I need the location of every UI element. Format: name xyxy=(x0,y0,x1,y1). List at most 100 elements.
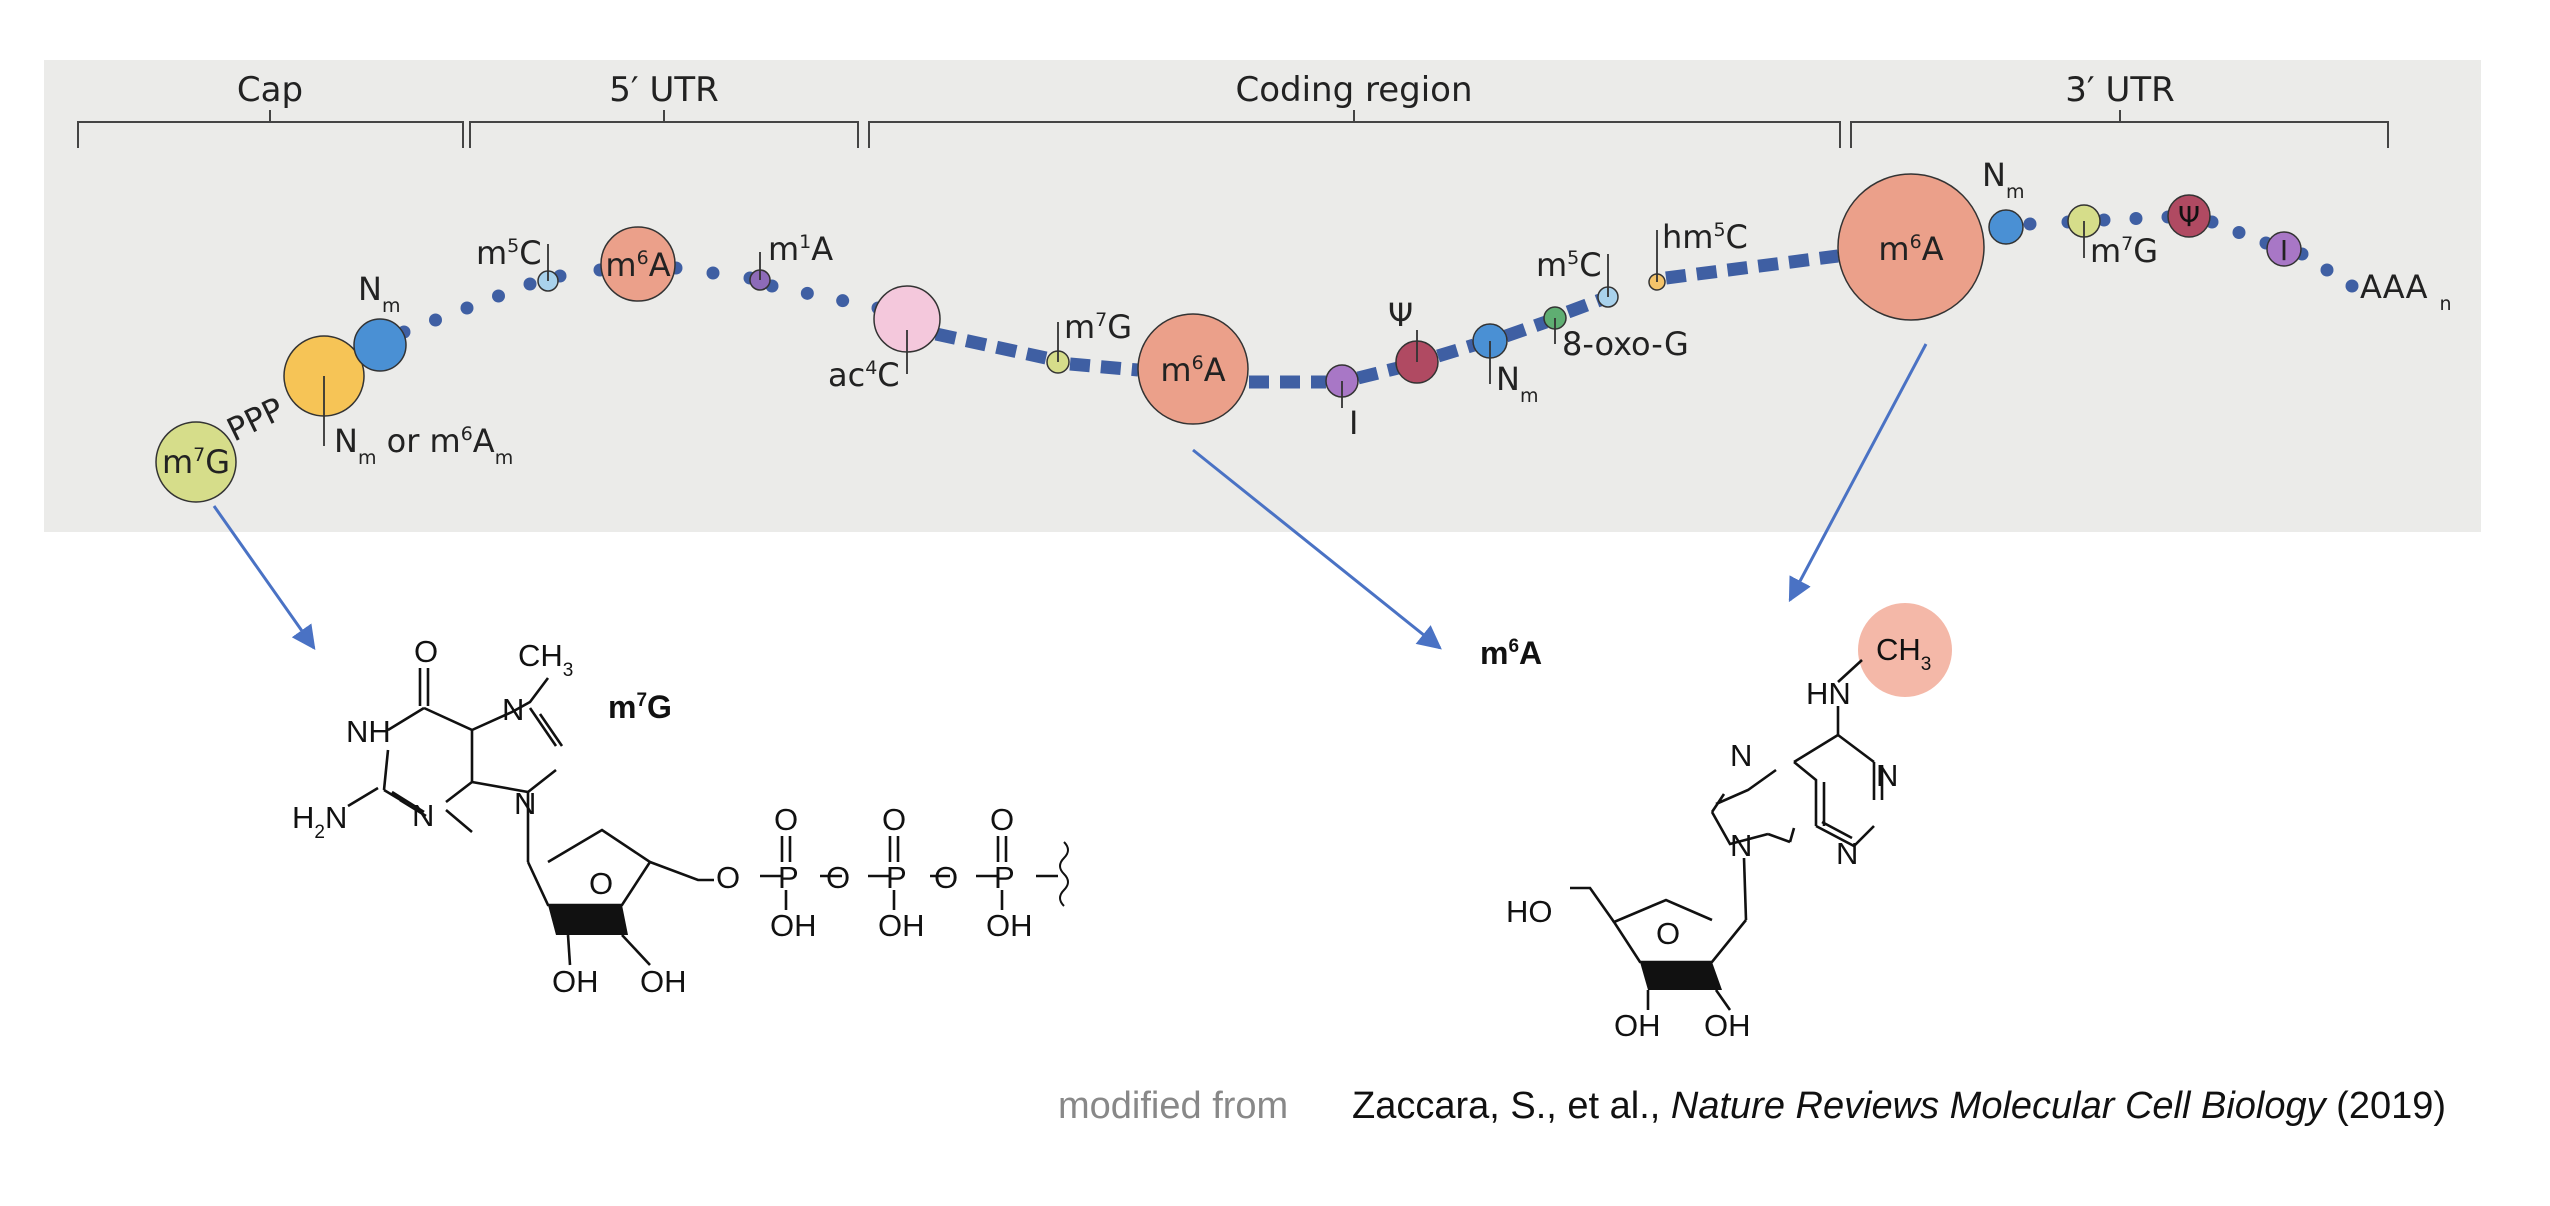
m6a-label-2: m6A xyxy=(1160,351,1225,389)
inosine-label-1: I xyxy=(1349,404,1358,442)
backbone-dot xyxy=(2320,263,2334,277)
region-label-3utr: 3′ UTR xyxy=(2065,70,2174,110)
backbone-dot xyxy=(2345,279,2359,293)
svg-text:OH: OH xyxy=(878,908,925,943)
region-label-coding: Coding region xyxy=(1235,70,1472,110)
mrna-panel xyxy=(44,60,2481,532)
citation-reference: Zaccara, S., et al., Nature Reviews Mole… xyxy=(1352,1085,2446,1128)
svg-text:O: O xyxy=(1656,916,1680,951)
svg-text:N: N xyxy=(1730,738,1752,773)
nm-label-2: Nm xyxy=(1496,360,1538,407)
svg-text:N: N xyxy=(1730,828,1752,863)
svg-text:CH3: CH3 xyxy=(518,638,573,681)
m6a-node-3 xyxy=(1837,173,1985,321)
backbone-dot xyxy=(800,286,814,300)
m7g-label-2: m7G xyxy=(1064,308,1132,346)
m1a-label: m1A xyxy=(768,230,833,268)
backbone-dot xyxy=(460,301,474,315)
oxo-g-label: 8-oxo-G xyxy=(1562,325,1689,363)
citation-caption: modified from xyxy=(1058,1085,1288,1128)
svg-text:OH: OH xyxy=(770,908,817,943)
hm5c-label: hm5C xyxy=(1662,218,1748,256)
svg-text:O: O xyxy=(716,860,740,895)
nm-node-3 xyxy=(1988,209,2024,245)
backbone-dot xyxy=(2129,212,2143,225)
svg-text:N: N xyxy=(514,786,536,821)
backbone-dash xyxy=(1356,361,1400,385)
m6a-node-1 xyxy=(600,226,676,302)
m5c-label-2: m5C xyxy=(1536,246,1602,284)
m6a-node-2 xyxy=(1137,313,1249,425)
arrow-to-m6a-structure xyxy=(1788,343,1928,603)
nm-label-1: Nm xyxy=(358,270,400,317)
svg-text:O: O xyxy=(882,802,906,837)
backbone-dot xyxy=(2023,217,2037,231)
svg-text:P: P xyxy=(778,860,799,895)
utr5-bracket xyxy=(469,110,859,148)
svg-text:NH: NH xyxy=(346,714,391,749)
caption-prefix: modified from xyxy=(1058,1085,1289,1127)
backbone-dot xyxy=(492,289,505,303)
leader-lines xyxy=(323,221,2085,446)
backbone-dot xyxy=(706,266,720,280)
m7g-cap-label: m7G xyxy=(162,443,230,481)
svg-text:N: N xyxy=(1836,836,1858,871)
svg-text:O: O xyxy=(414,634,438,669)
svg-text:N: N xyxy=(502,692,524,727)
region-label-5utr: 5′ UTR xyxy=(609,70,718,110)
backbone-dot xyxy=(2097,213,2111,227)
caption-journal: Nature Reviews Molecular Cell Biology xyxy=(1670,1085,2326,1127)
backbone-dot xyxy=(523,277,537,291)
svg-text:P: P xyxy=(886,860,907,895)
utr3-bracket xyxy=(1850,110,2389,148)
nm-or-m6am-label: Nm or m6Am xyxy=(334,422,513,469)
arrow-to-m7g-structure xyxy=(212,505,316,650)
rna-backbone xyxy=(397,210,2359,389)
cap-bracket xyxy=(77,110,464,148)
m7g-cap-node xyxy=(155,421,237,503)
m7g-label-3: m7G xyxy=(2090,232,2158,270)
coding-bracket xyxy=(868,110,1841,148)
m6a-label-3: m6A xyxy=(1878,230,1943,268)
pointer-arrows xyxy=(212,343,1928,650)
backbone-dash xyxy=(934,327,1048,365)
m6a-structure: CH3 HN N N N N O HO OH OH xyxy=(1506,603,1952,1043)
svg-text:O: O xyxy=(589,866,613,901)
backbone-dot xyxy=(429,313,442,327)
methyl-highlight xyxy=(1858,603,1952,697)
svg-text:CH3: CH3 xyxy=(1876,632,1931,675)
svg-text:O: O xyxy=(990,802,1014,837)
inosine-label-2: I xyxy=(2280,234,2288,267)
inosine-node-2 xyxy=(2266,231,2302,267)
backbone-dot xyxy=(836,294,850,308)
svg-text:N: N xyxy=(1876,758,1898,793)
backbone-dot xyxy=(2232,226,2246,239)
m6a-label-1: m6A xyxy=(605,246,670,284)
m7g-cap-structure: O CH3 N NH N N H2N O OH OH O P O P O P O… xyxy=(292,634,1069,999)
backbone-dash xyxy=(1503,315,1549,343)
svg-text:O: O xyxy=(934,860,958,895)
region-label-cap: Cap xyxy=(237,70,303,110)
psi-label-2: Ψ xyxy=(2178,200,2200,233)
svg-text:OH: OH xyxy=(552,964,599,999)
modification-circles xyxy=(155,173,2302,503)
svg-text:OH: OH xyxy=(1614,1008,1661,1043)
caption-authors: Zaccara, S., et al., xyxy=(1352,1085,1671,1127)
psi-node-2 xyxy=(2167,194,2211,238)
svg-text:OH: OH xyxy=(640,964,687,999)
svg-text:HO: HO xyxy=(1506,894,1553,929)
svg-text:N: N xyxy=(412,798,434,833)
svg-text:H2N: H2N xyxy=(292,800,347,843)
m7g-structure-title: m7G xyxy=(608,689,672,725)
region-brackets xyxy=(77,110,2389,148)
m5c-label-1: m5C xyxy=(476,234,542,272)
svg-text:O: O xyxy=(826,860,850,895)
m6a-structure-title: m6A xyxy=(1480,635,1542,671)
backbone-dash xyxy=(1069,357,1139,377)
nm-label-3: Nm xyxy=(1982,156,2024,203)
nm-node-1 xyxy=(353,318,407,372)
backbone-dash xyxy=(1565,293,1603,319)
